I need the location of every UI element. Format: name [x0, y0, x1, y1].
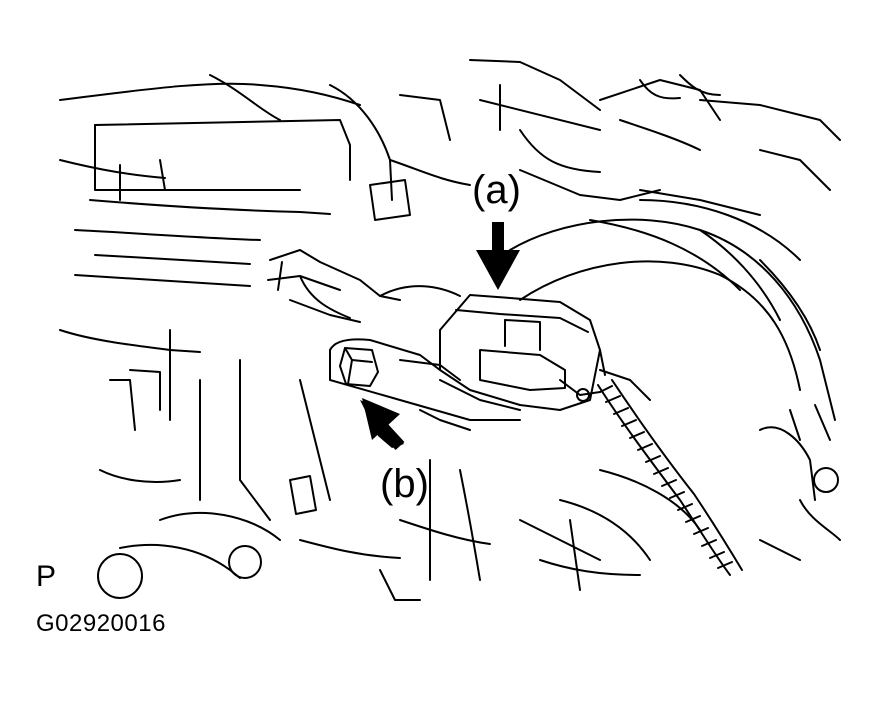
figure-id: G02920016 — [36, 610, 166, 637]
callout-arrows — [360, 222, 520, 451]
callout-label-a: (a) — [472, 168, 521, 212]
callout-label-b: (b) — [380, 462, 429, 506]
arrow-up-left-icon — [360, 398, 405, 451]
engine-background — [59, 59, 841, 601]
arrow-down-icon — [476, 222, 520, 290]
wiring-harness — [597, 369, 743, 576]
mounting-bolt — [339, 347, 379, 387]
sensor-connector — [439, 294, 606, 411]
view-marker: P — [36, 560, 57, 593]
